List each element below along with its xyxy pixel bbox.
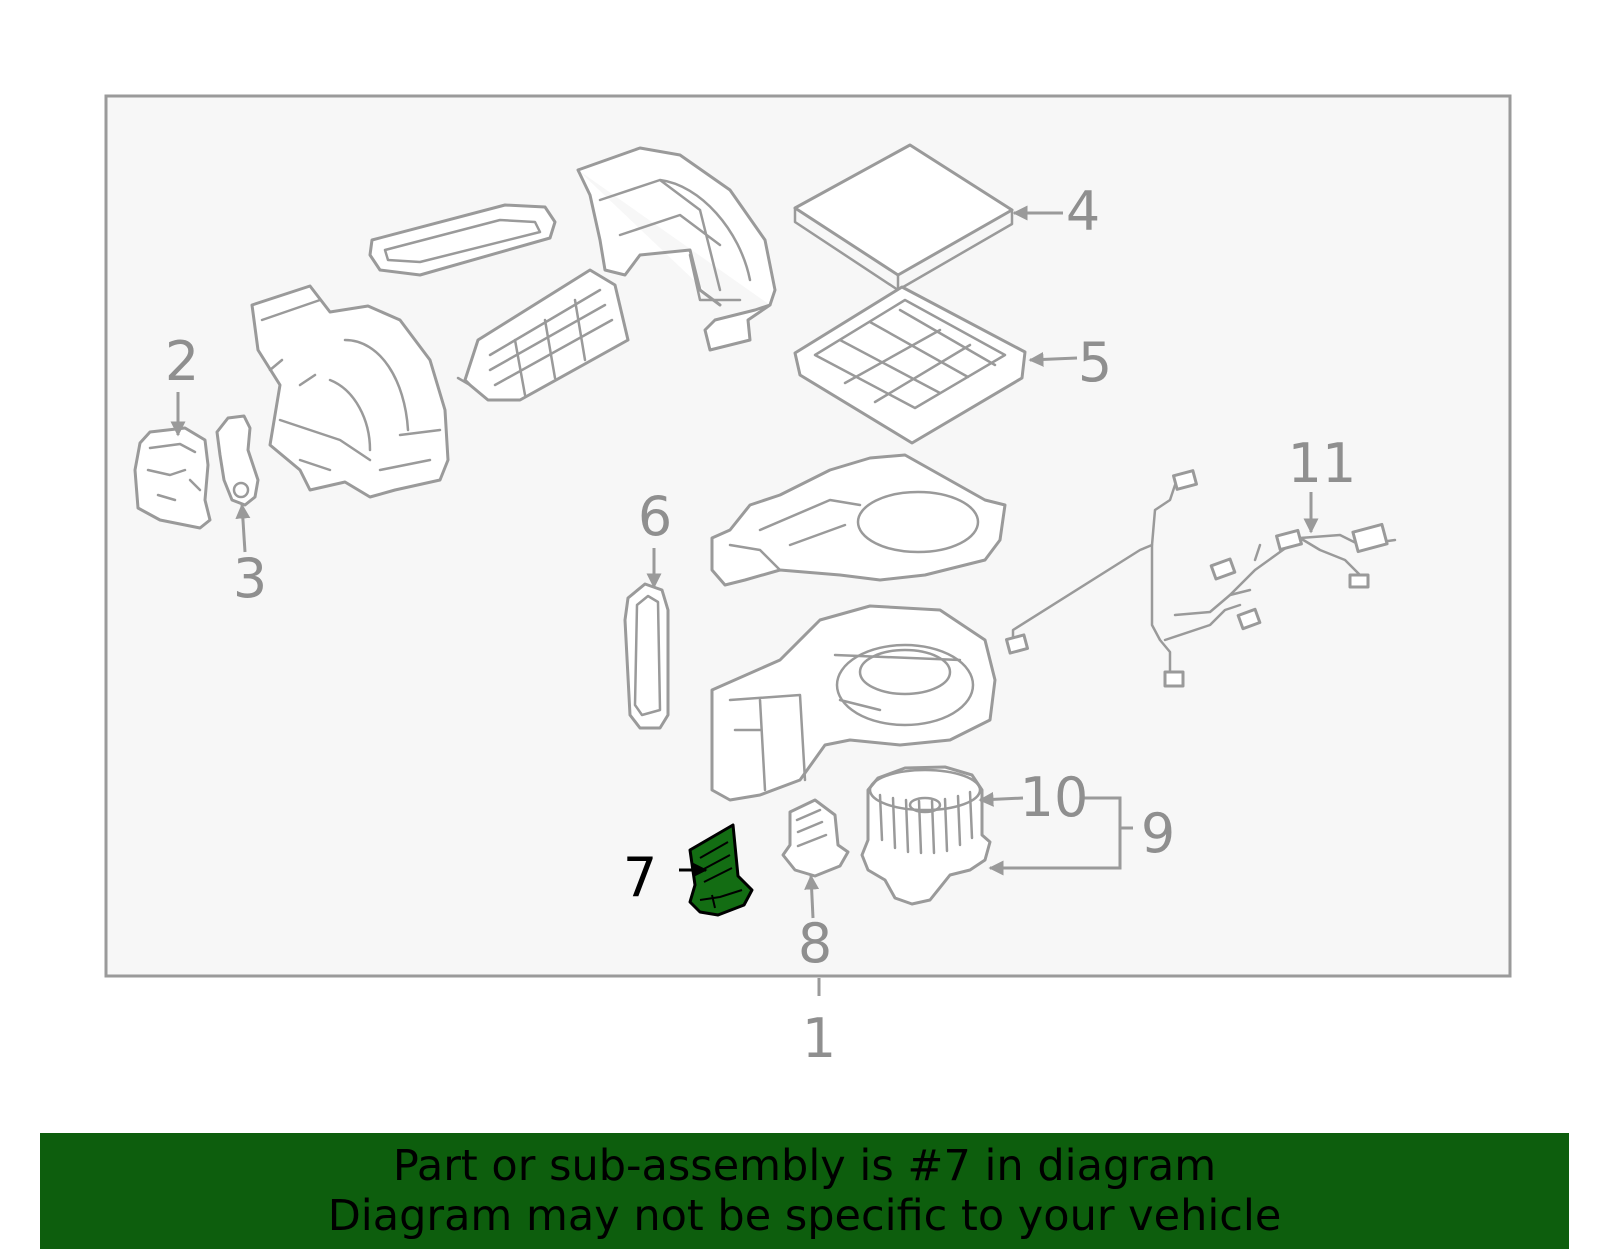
part-4-cabin-filter[interactable] xyxy=(793,143,1014,292)
blower-case-upper[interactable] xyxy=(710,453,1007,587)
foam-seal[interactable] xyxy=(368,203,557,277)
part-8-resistor[interactable] xyxy=(781,798,850,878)
part-3-link-lever[interactable] xyxy=(215,414,260,507)
callout-3: 3 xyxy=(233,547,267,610)
callout-1: 1 xyxy=(802,1007,836,1070)
part-2-actuator[interactable] xyxy=(133,426,212,530)
callout-10: 10 xyxy=(1020,766,1089,829)
callout-2: 2 xyxy=(165,330,199,393)
callout-6: 6 xyxy=(638,485,672,548)
part-11-wiring-harness[interactable] xyxy=(1004,469,1397,688)
heater-case-left[interactable] xyxy=(250,284,450,499)
evaporator-core[interactable] xyxy=(456,268,630,402)
part-5-filter-cover[interactable] xyxy=(793,285,1027,445)
part-9-blower-motor[interactable] xyxy=(860,765,992,906)
part-6-seal[interactable] xyxy=(623,582,670,730)
callout-8: 8 xyxy=(798,912,832,975)
leader-lines xyxy=(170,205,1319,996)
parts-diagram: 1 2 3 4 5 6 7 8 9 10 11 xyxy=(104,94,1512,1070)
callout-11: 11 xyxy=(1288,432,1357,495)
banner-line-part: Part or sub-assembly is #7 in diagram xyxy=(392,1141,1217,1191)
blower-case-lower[interactable] xyxy=(710,604,997,802)
part-7-highlighted[interactable] xyxy=(688,823,754,917)
banner-line-disclaimer: Diagram may not be specific to your vehi… xyxy=(327,1191,1282,1241)
callout-7: 7 xyxy=(623,846,657,909)
notice-banner: Part or sub-assembly is #7 in diagram Di… xyxy=(40,1133,1569,1249)
callout-5: 5 xyxy=(1078,331,1112,394)
heater-case-upper[interactable] xyxy=(576,146,777,352)
callout-9: 9 xyxy=(1141,802,1175,865)
callout-4: 4 xyxy=(1066,180,1100,243)
